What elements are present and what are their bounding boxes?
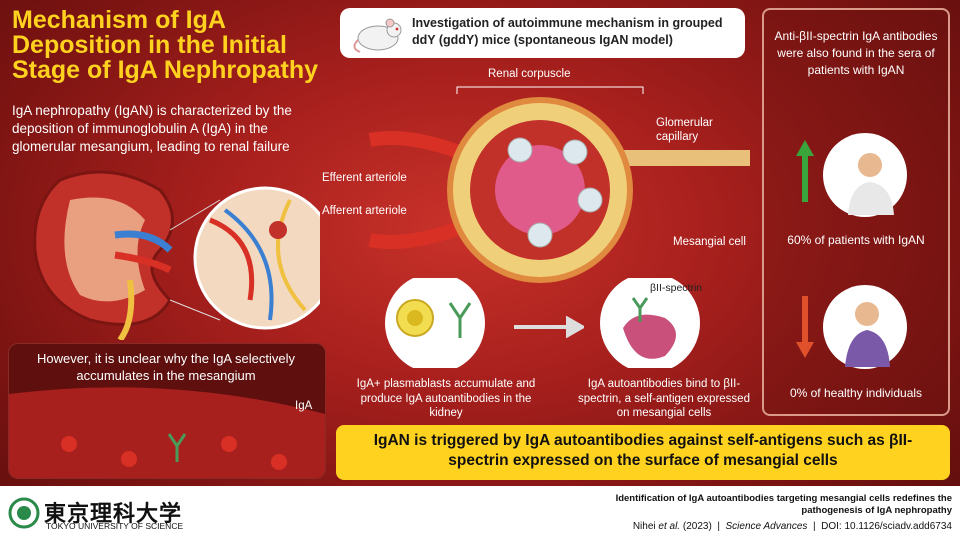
kidney-illustration xyxy=(33,170,320,340)
unclear-text: However, it is unclear why the IgA selec… xyxy=(37,351,295,383)
ref-authors: Nihei xyxy=(632,521,656,532)
blood-vessel-illustration xyxy=(9,387,325,478)
step1-text: IgA+ plasmablasts accumulate and produce… xyxy=(356,378,536,419)
step2-text: IgA autoantibodies bind to βII-spectrin,… xyxy=(578,378,750,419)
footer xyxy=(0,486,960,540)
mesangial-cell-label: Mesangial cell xyxy=(673,236,746,248)
iga-label: IgA xyxy=(295,400,313,412)
reference-title: Identification of IgA autoantibodies tar… xyxy=(615,493,952,516)
healthy-avatar xyxy=(823,285,907,369)
renal-corpuscle-bracket xyxy=(456,86,644,94)
reference-citation: Nihei et al. (2023) | Science Advances |… xyxy=(540,521,952,532)
intro-text: IgA nephropathy (IgAN) is characterized … xyxy=(12,103,292,154)
spectrin-label: βII-spectrin xyxy=(650,282,703,294)
patients-stat: 60% of patients with IgAN xyxy=(787,233,925,247)
afferent-arteriole-label: Afferent arteriole xyxy=(322,205,407,217)
arrow-up-icon xyxy=(796,140,814,202)
arrow-down-icon xyxy=(796,296,814,358)
university-logo-icon xyxy=(8,497,40,529)
mouse-icon xyxy=(353,18,402,53)
efferent-arteriole-label: Efferent arteriole xyxy=(322,172,407,184)
patient-avatar xyxy=(823,133,907,217)
conclusion-text: IgAN is triggered by IgA autoantibodies … xyxy=(373,432,913,469)
arrow-right-icon xyxy=(514,316,584,338)
ref-separator: | xyxy=(812,521,816,532)
ref-journal: Science Advances xyxy=(725,521,808,532)
investigation-text: Investigation of autoimmune mechanism in… xyxy=(412,16,723,47)
healthy-stat: 0% of healthy individuals xyxy=(789,386,923,400)
plasmablast-circle xyxy=(385,278,485,368)
unclear-box xyxy=(8,343,326,479)
investigation-box xyxy=(340,8,745,58)
page-title: Mechanism of IgA Deposition in the Initi… xyxy=(12,6,319,84)
ref-separator: | xyxy=(717,521,720,532)
mesangial-binding-circle xyxy=(600,278,700,368)
glomerulus-illustration xyxy=(368,97,750,283)
conclusion-box xyxy=(336,425,950,480)
ref-year: (2023) xyxy=(682,521,712,532)
glomerular-capillary-label: Glomerular capillary xyxy=(656,117,713,143)
renal-corpuscle-label: Renal corpuscle xyxy=(488,68,571,80)
university-logo-text: 東京理科大学 xyxy=(44,501,183,526)
ref-doi: DOI: 10.1126/sciadv.add6734 xyxy=(821,521,952,532)
right-panel-heading: Anti-βII-spectrin IgA antibodies were al… xyxy=(774,29,938,77)
university-logo-subtext: TOKYO UNIVERSITY OF SCIENCE xyxy=(46,521,184,531)
ref-etal: et al. xyxy=(658,521,681,532)
